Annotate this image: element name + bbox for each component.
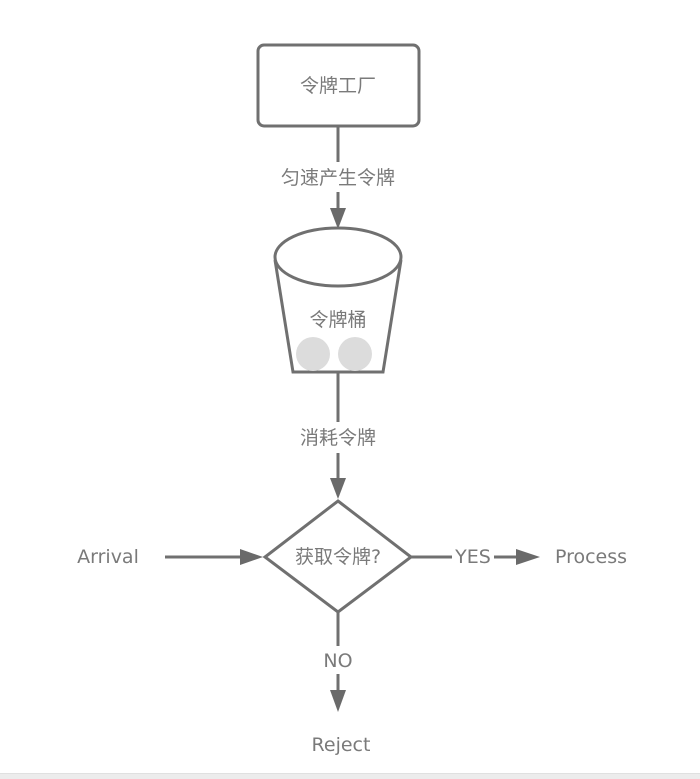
decision-label: 获取令牌? xyxy=(295,546,381,568)
token-circle xyxy=(296,337,330,371)
arrival-arrowhead xyxy=(240,549,263,565)
process-label: Process xyxy=(555,546,627,568)
yes-edge-label: YES xyxy=(454,546,491,568)
bottom-border xyxy=(0,773,700,779)
arrival-label: Arrival xyxy=(77,546,139,568)
token-circle xyxy=(338,337,372,371)
token-factory-label: 令牌工厂 xyxy=(300,75,376,97)
generate-arrowhead xyxy=(330,208,346,229)
token-bucket xyxy=(273,226,403,374)
token-bucket-label: 令牌桶 xyxy=(309,309,366,331)
consume-arrowhead xyxy=(330,478,346,499)
generate-edge-label: 匀速产生令牌 xyxy=(281,167,395,189)
reject-label: Reject xyxy=(312,734,371,756)
no-edge-label: NO xyxy=(323,650,352,672)
yes-arrowhead xyxy=(516,549,540,565)
no-arrowhead xyxy=(330,690,346,712)
consume-edge-label: 消耗令牌 xyxy=(300,427,376,449)
